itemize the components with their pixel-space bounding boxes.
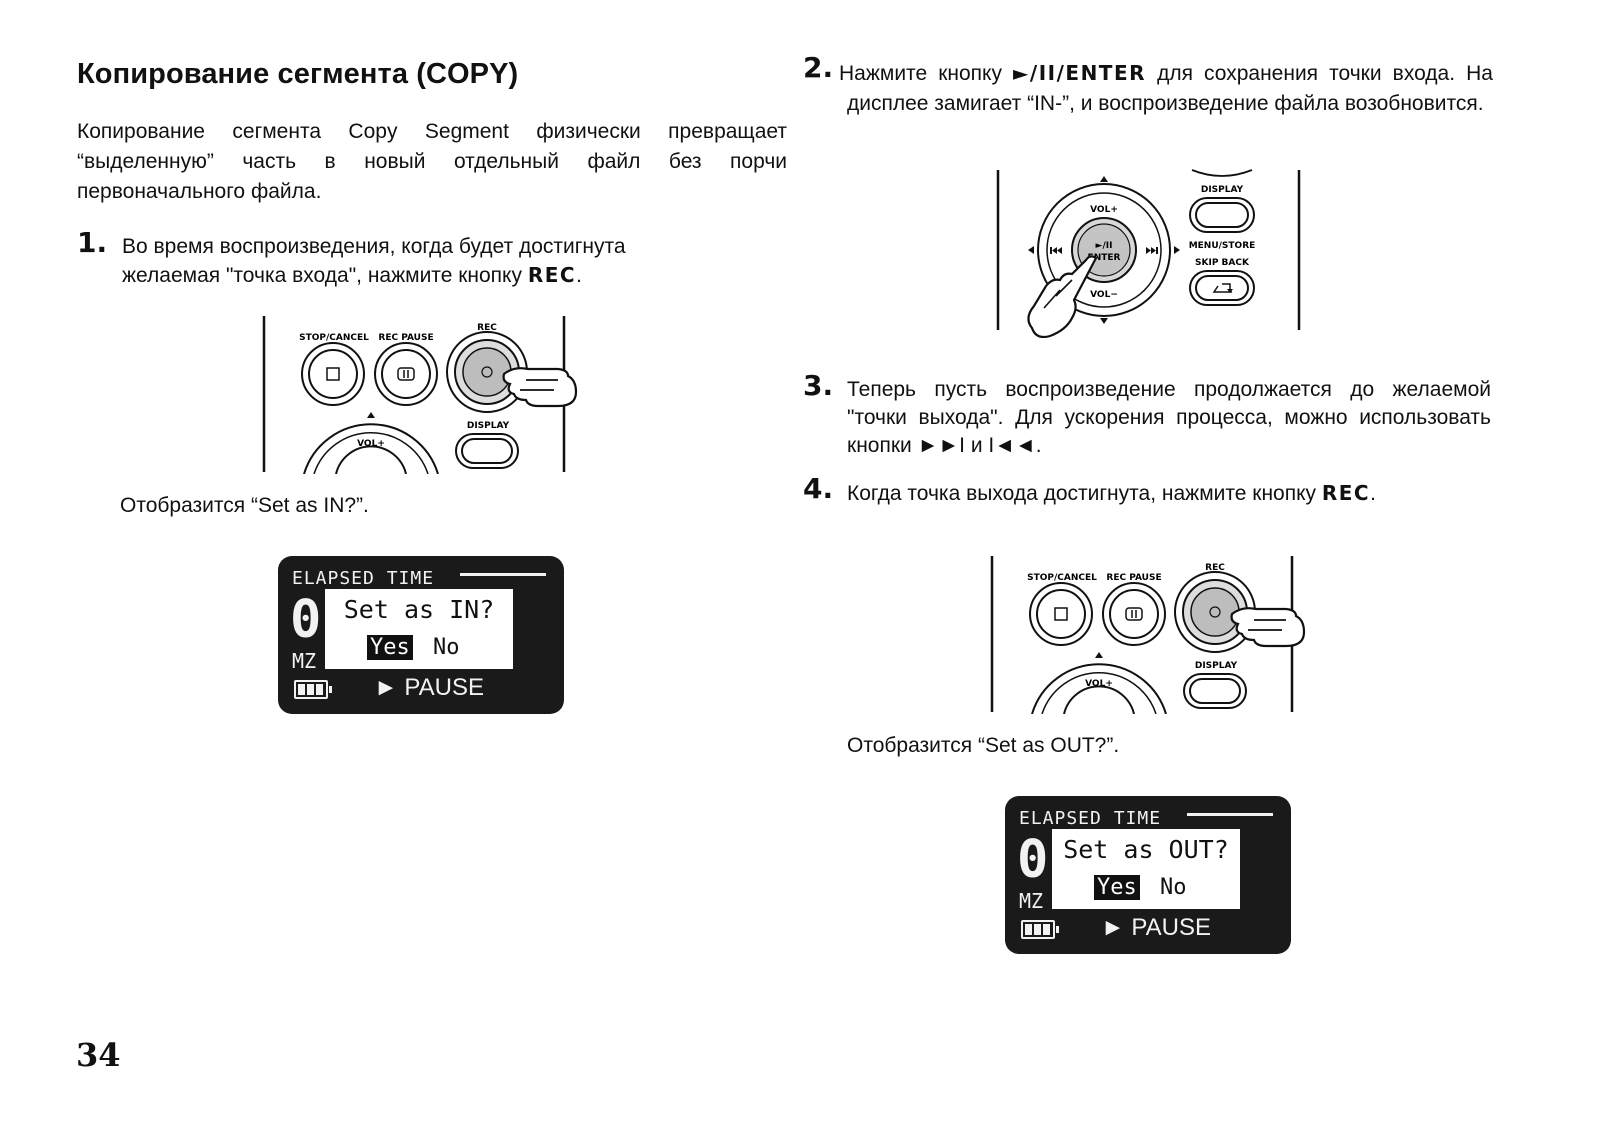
display-button [1183, 673, 1247, 709]
step-number: 4. [803, 472, 834, 505]
time-digit: 0 [1017, 830, 1049, 890]
elapsed-time-label: ELAPSED TIME [1019, 808, 1162, 829]
rec-button [446, 331, 528, 413]
rec-pause-button [1102, 582, 1166, 646]
step-1: 1. Во время воспроизведения, когда будет… [77, 229, 787, 290]
menu-store-label: MENU/STORE [1189, 241, 1256, 251]
recorder-buttons-illustration-2: STOP/CANCEL REC PAUSE REC DISPLAY VOL+ [990, 556, 1306, 714]
page-number: 34 [76, 1036, 121, 1074]
set-in-dialog: Set as IN? Yes No [325, 589, 513, 669]
display-button [455, 433, 519, 469]
section-heading: Копирование сегмента (COPY) [77, 58, 519, 90]
time-digit: 0 [290, 590, 322, 650]
step-text: Когда точка выхода достигнута, нажмите к… [847, 481, 1376, 505]
display-label: DISPLAY [1201, 185, 1244, 195]
play-pause-label: ►/II [1096, 241, 1113, 251]
no-option: No [433, 635, 460, 660]
pause-status: ► PAUSE [374, 674, 485, 701]
stop-cancel-label: STOP/CANCEL [299, 333, 369, 343]
pause-status: ► PAUSE [1101, 914, 1212, 941]
enter-key-label: ►/II/ENTER [1013, 61, 1147, 85]
step-1-caption: Отобразится “Set as IN?”. [120, 494, 369, 517]
battery-icon [1021, 920, 1059, 939]
display-label: DISPLAY [467, 421, 510, 431]
step-text: Во время воспроизведения, когда будет до… [122, 235, 626, 287]
elapsed-time-label: ELAPSED TIME [292, 568, 435, 589]
set-out-dialog: Set as OUT? Yes No [1052, 829, 1240, 909]
vol-minus-label: VOL− [1090, 290, 1118, 300]
rec-label: REC [1205, 563, 1225, 573]
dialog-question: Set as OUT? [1063, 835, 1229, 864]
step-4: 4. Когда точка выхода достигнута, нажмит… [803, 475, 1491, 508]
position-bar [1187, 813, 1273, 816]
pointing-hand-icon [1230, 607, 1306, 648]
mode-label: MZ [1019, 889, 1044, 913]
dialog-question: Set as IN? [343, 595, 495, 624]
rec-pause-label: REC PAUSE [1106, 573, 1161, 583]
step-4-caption: Отобразится “Set as OUT?”. [847, 734, 1120, 757]
navigation-dial-illustration: VOL+ VOL− ►/II ENTER DISPLAY MENU/STORE … [996, 169, 1301, 338]
rec-button [1174, 571, 1256, 653]
step-text: Теперь пусть воспроизведение продолжаетс… [847, 378, 1491, 457]
skip-back-button [1189, 270, 1255, 306]
skip-forward-icon [1146, 247, 1158, 254]
vol-dial: VOL+ [303, 412, 439, 474]
vol-plus-label: VOL+ [357, 439, 385, 449]
right-column: 2. Нажмите кнопку ►/II/ENTER для сохране… [803, 54, 1528, 119]
pointing-hand-icon [1027, 255, 1098, 338]
step-number: 2. [803, 51, 834, 84]
skip-back-icon [1050, 247, 1062, 254]
vol-plus-label: VOL+ [1090, 205, 1118, 215]
stop-cancel-button [1029, 582, 1093, 646]
stop-cancel-label: STOP/CANCEL [1027, 573, 1097, 583]
recorder-buttons-illustration-1: STOP/CANCEL REC PAUSE REC DISPLAY VOL+ [262, 316, 578, 474]
rec-pause-button [374, 342, 438, 406]
yes-option: Yes [367, 635, 413, 660]
rec-pause-label: REC PAUSE [378, 333, 433, 343]
lcd-screen-set-in: ELAPSED TIME 0 MZ ► PAUSE Set as IN? Yes… [278, 556, 564, 714]
yes-option: Yes [1094, 875, 1140, 900]
left-column: Копирование сегмента (COPY) Копирование … [77, 58, 787, 290]
step-number: 1. [77, 226, 108, 259]
no-option: No [1160, 875, 1187, 900]
battery-icon [294, 680, 332, 699]
step-text: Нажмите кнопку ►/II/ENTER для сохранения… [839, 61, 1493, 115]
step-2: 2. Нажмите кнопку ►/II/ENTER для сохране… [803, 54, 1528, 119]
rec-key-label: REC [527, 263, 577, 287]
rec-label: REC [477, 323, 497, 333]
step-number: 3. [803, 369, 834, 402]
vol-dial: VOL+ [1031, 652, 1167, 714]
position-bar [460, 573, 546, 576]
rec-key-label: REC [1321, 481, 1371, 505]
skip-back-label: SKIP BACK [1195, 258, 1250, 268]
enter-label: ENTER [1088, 253, 1121, 263]
display-label: DISPLAY [1195, 661, 1238, 671]
lcd-screen-set-out: ELAPSED TIME 0 MZ ► PAUSE Set as OUT? Ye… [1005, 796, 1291, 954]
stop-cancel-button [301, 342, 365, 406]
pointing-hand-icon [502, 367, 578, 408]
vol-plus-label: VOL+ [1085, 679, 1113, 689]
intro-paragraph: Копирование сегмента Copy Segment физиче… [77, 120, 787, 203]
mode-label: MZ [292, 649, 317, 673]
step-3: 3. Теперь пусть воспроизведение продолжа… [803, 372, 1491, 460]
display-button [1189, 197, 1255, 233]
